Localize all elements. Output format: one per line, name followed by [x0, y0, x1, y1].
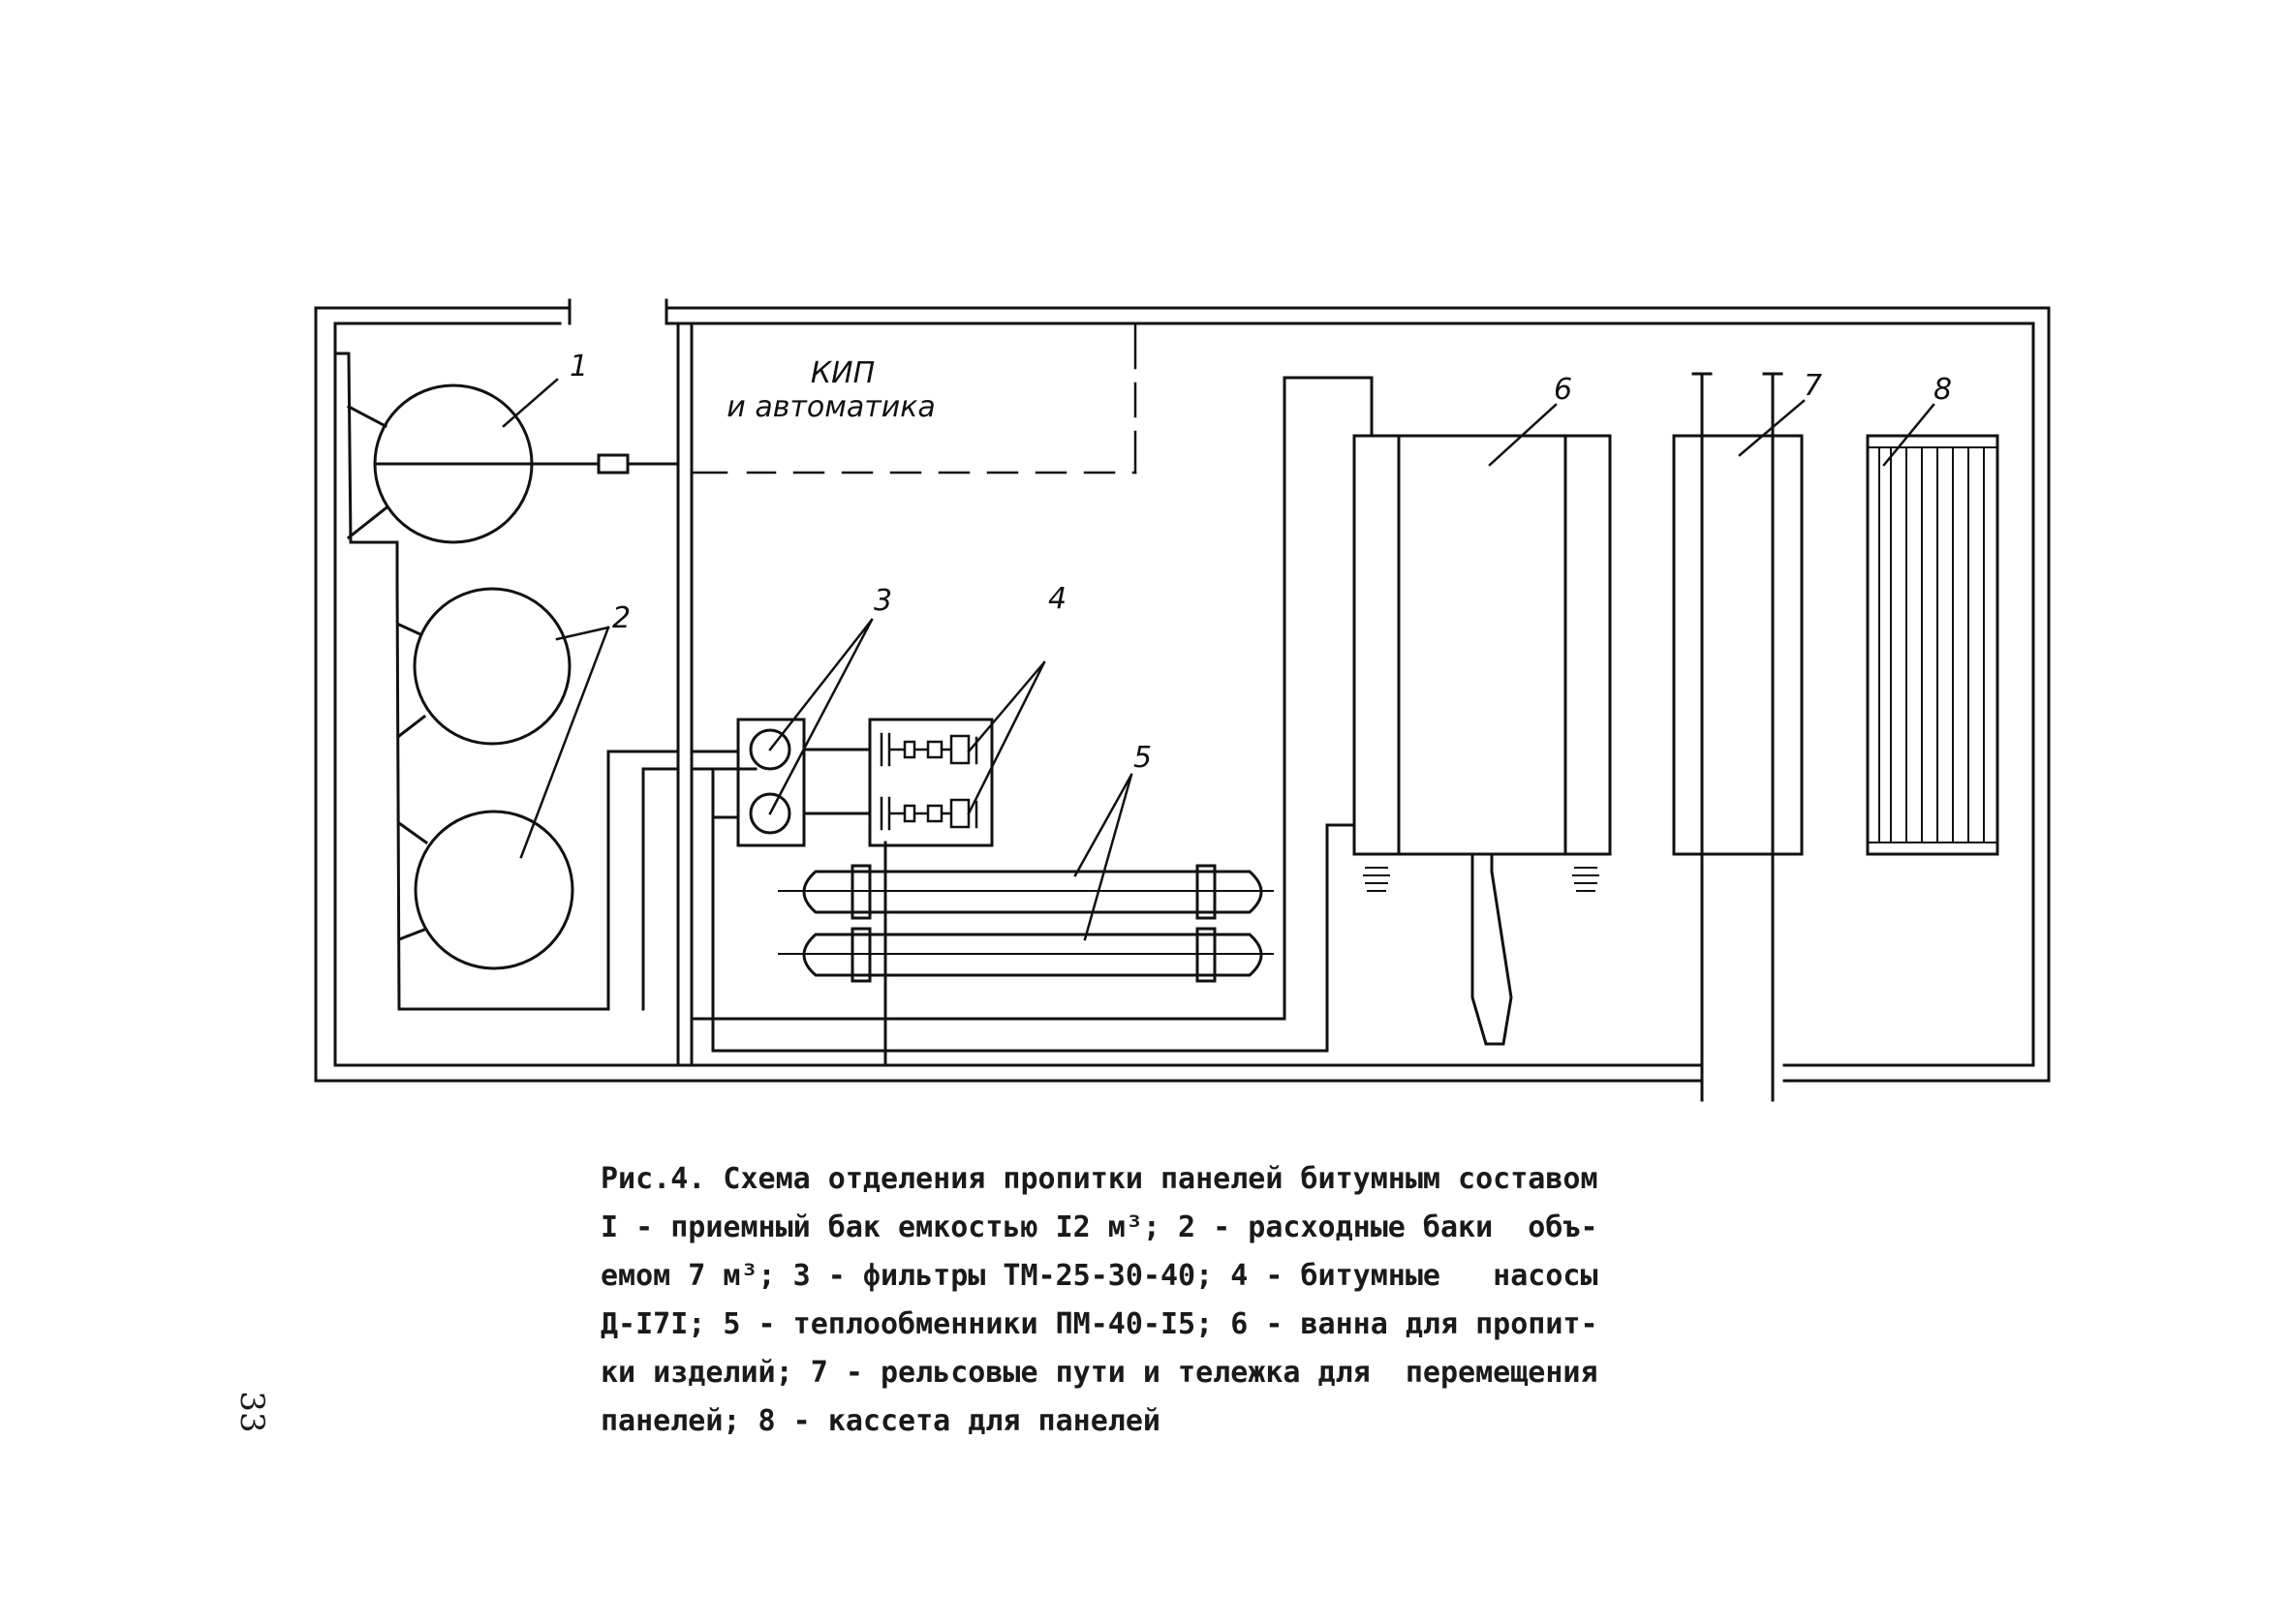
page-number: 33	[232, 1391, 271, 1433]
panel-cassette-8	[1866, 434, 1999, 856]
number-labels: 1 2 3 4 5 6 7 8	[570, 350, 1952, 775]
kip-room: КИП и автоматика	[692, 323, 1137, 475]
rail-track-trolley-7	[1672, 372, 1804, 1102]
receiving-tank-1	[333, 352, 680, 1011]
kip-label-line2: и автоматика	[727, 390, 935, 424]
label-5: 5	[1133, 741, 1152, 775]
impregnation-bath-6	[1352, 434, 1612, 1046]
label-7: 7	[1804, 369, 1822, 403]
leader-lines	[502, 378, 1935, 941]
piping	[641, 376, 1374, 1067]
label-1: 1	[570, 350, 588, 383]
caption-line: I - приемный бак емкостью I2 м³; 2 - рас…	[601, 1210, 1598, 1244]
supply-tanks-2	[396, 587, 574, 970]
kip-label-line1: КИП	[811, 356, 875, 390]
label-4: 4	[1048, 582, 1067, 616]
label-8: 8	[1933, 373, 1952, 407]
pumps-4	[868, 718, 994, 847]
building-walls	[314, 298, 2051, 1083]
caption-line: панелей; 8 - кассета для панелей	[601, 1404, 1160, 1438]
caption-line: Рис.4. Схема отделения пропитки панелей …	[601, 1162, 1598, 1196]
filters-3	[736, 718, 872, 847]
label-2: 2	[612, 601, 631, 635]
label-6: 6	[1554, 373, 1572, 407]
caption-line: емом 7 м³; 3 - фильтры ТМ-25-30-40; 4 - …	[601, 1259, 1598, 1293]
heat-exchangers-5	[778, 864, 1274, 983]
label-3: 3	[874, 584, 892, 618]
caption-line: ки изделий; 7 - рельсовые пути и тележка…	[601, 1356, 1598, 1390]
caption-line: Д-I7I; 5 - теплообменники ПМ-40-I5; 6 - …	[601, 1307, 1598, 1341]
figure-caption: Рис.4. Схема отделения пропитки панелей …	[601, 1155, 1676, 1446]
